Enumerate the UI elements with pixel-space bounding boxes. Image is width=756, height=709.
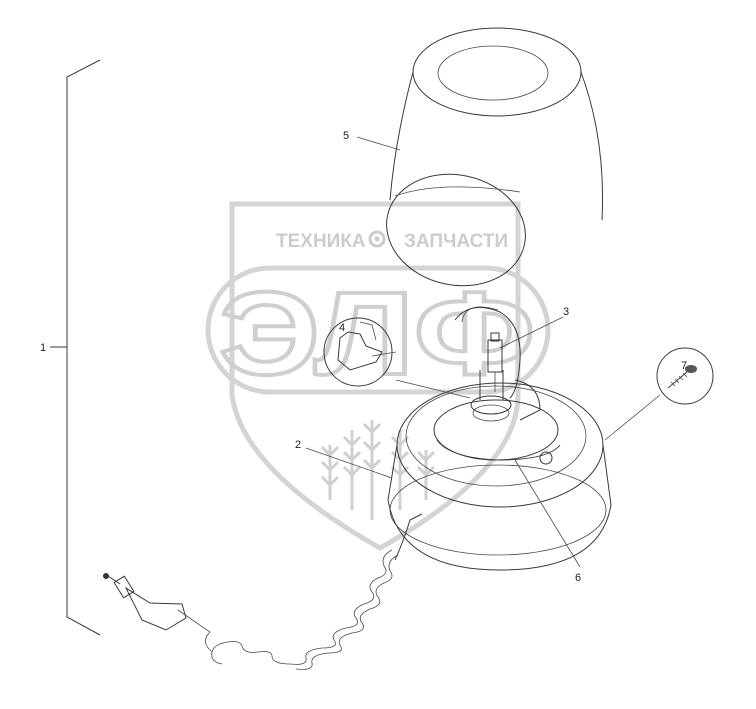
leader-lines (305, 136, 661, 568)
callout-5: 5 (343, 130, 349, 142)
callout-4: 4 (339, 322, 345, 334)
dome-lens (386, 27, 604, 287)
assembly-bracket (50, 59, 101, 636)
callout-2: 2 (295, 439, 301, 451)
watermark-word-right: ЗАПЧАСТИ (404, 231, 508, 252)
gear-icon (368, 230, 386, 248)
beacon-base (387, 306, 612, 571)
watermark-logo-letters: ЭЛФ (219, 268, 535, 400)
clip-detail (323, 317, 397, 387)
callout-3: 3 (563, 306, 569, 318)
screw-icon (667, 365, 697, 389)
callout-6: 6 (575, 572, 581, 584)
wheat-ear-icon (320, 420, 436, 520)
screw-detail (656, 347, 714, 405)
lamp-bulb (487, 332, 503, 392)
power-plug (103, 573, 187, 631)
callout-labels: 1 2 3 4 5 6 7 (40, 130, 687, 584)
watermark-logo-frame (205, 265, 551, 395)
watermark-shield (229, 201, 521, 551)
watermark: ТЕХНИКА ЗАПЧАСТИ ЭЛФ (205, 201, 551, 551)
coiled-cable (177, 513, 423, 670)
callout-7: 7 (681, 360, 687, 372)
watermark-word-left: ТЕХНИКА (276, 231, 366, 252)
callout-1: 1 (40, 342, 46, 354)
